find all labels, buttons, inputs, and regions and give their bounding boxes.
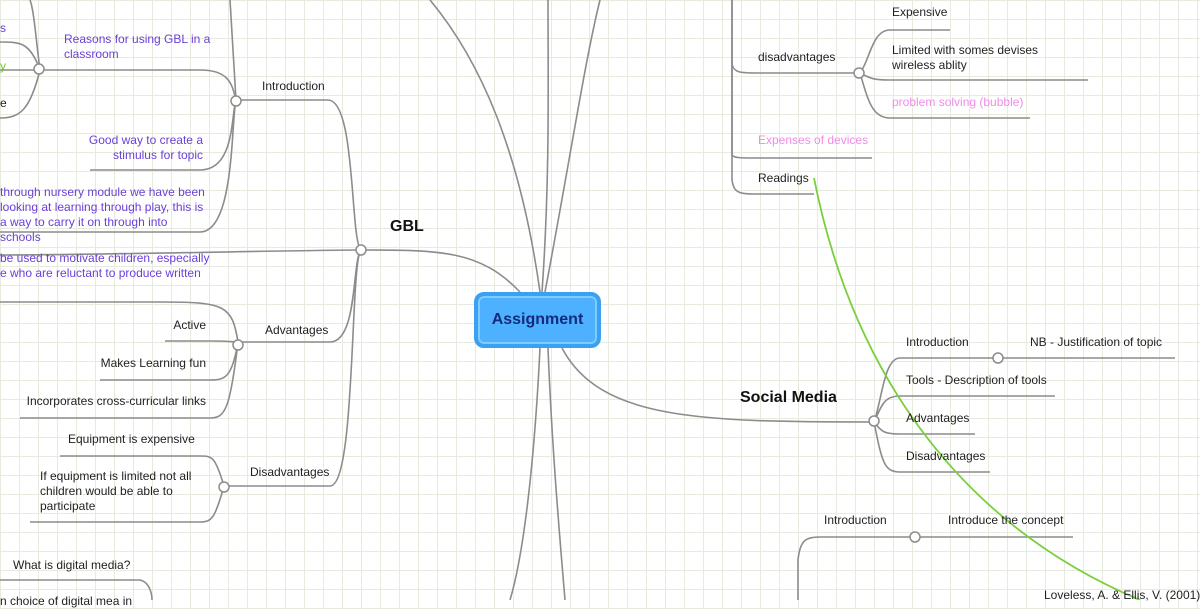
- link-gbl-motivate: [0, 249, 362, 256]
- gbl-motivate[interactable]: be used to motivate children, especially…: [0, 251, 210, 280]
- gbl-advantages[interactable]: Advantages: [265, 323, 329, 337]
- social-media-node[interactable]: Social Media: [740, 389, 837, 406]
- gbl-nursery[interactable]: through nursery module we have been look…: [0, 185, 205, 244]
- knob-gbl: [355, 244, 367, 256]
- gbl-stimulus[interactable]: Good way to create a stimulus for topic: [88, 133, 203, 162]
- knob-disadvantages: [218, 481, 230, 493]
- link-reasons: [40, 69, 237, 101]
- disadvantage-limited[interactable]: If equipment is limited not all children…: [40, 469, 192, 513]
- advantage-fun[interactable]: Makes Learning fun: [100, 356, 206, 370]
- social-advantages[interactable]: Advantages: [906, 411, 970, 425]
- knob-social: [868, 415, 880, 427]
- readings-connector: [813, 177, 1141, 600]
- top-dis-wireless[interactable]: Limited with somes devises wireless abli…: [892, 43, 1039, 72]
- digital-media-partial[interactable]: n choice of digital mea in: [0, 594, 133, 608]
- bottom-concept[interactable]: Introduce the concept: [948, 513, 1064, 527]
- gbl-disadvantages[interactable]: Disadvantages: [250, 465, 330, 479]
- digital-media-question[interactable]: What is digital media?: [13, 558, 131, 572]
- reason-item-2[interactable]: y: [0, 59, 6, 73]
- gbl-reasons[interactable]: Reasons for using GBL in a classroom: [64, 32, 211, 61]
- knob-social-intro: [992, 352, 1004, 364]
- link-central-top-b: [541, 0, 550, 293]
- gbl-node[interactable]: GBL: [390, 218, 424, 235]
- advantage-active[interactable]: Active: [173, 318, 206, 332]
- bottom-reference[interactable]: Loveless, A. & Ellis, V. (2001).: [1044, 588, 1200, 602]
- link-gbl-intro: [236, 99, 362, 251]
- central-node[interactable]: Assignment: [474, 292, 601, 348]
- link-central-bottom-a: [509, 347, 541, 600]
- knob-advantages: [232, 339, 244, 351]
- social-intro-justification[interactable]: NB - Justification of topic: [1030, 335, 1163, 349]
- social-introduction[interactable]: Introduction: [906, 335, 969, 349]
- disadvantage-expensive[interactable]: Equipment is expensive: [68, 432, 195, 446]
- knob-gbl-intro: [230, 95, 242, 107]
- reason-item-1[interactable]: s: [0, 21, 6, 35]
- central-label: Assignment: [491, 311, 584, 328]
- link-central-top-a: [429, 0, 541, 293]
- link-gbl-dis: [224, 249, 362, 487]
- top-disadvantages[interactable]: disadvantages: [758, 50, 836, 64]
- top-expenses[interactable]: Expenses of devices: [758, 133, 869, 147]
- link-central-social: [561, 347, 875, 423]
- knob-reasons: [33, 63, 45, 75]
- link-central-bottom-b: [547, 347, 566, 600]
- gbl-introduction[interactable]: Introduction: [262, 79, 325, 93]
- advantage-cross-curricular[interactable]: Incorporates cross-curricular links: [26, 394, 206, 408]
- link-central-top-c: [544, 0, 601, 293]
- top-readings[interactable]: Readings: [758, 171, 809, 185]
- link-central-gbl: [360, 249, 521, 293]
- top-dis-problem-solving[interactable]: problem solving (bubble): [892, 95, 1024, 109]
- bottom-introduction[interactable]: Introduction: [824, 513, 887, 527]
- social-disadvantages[interactable]: Disadvantages: [906, 449, 986, 463]
- knob-top-right-dis: [853, 67, 865, 79]
- reason-item-3[interactable]: e: [0, 96, 7, 110]
- social-tools[interactable]: Tools - Description of tools: [906, 373, 1047, 387]
- knob-bottom-intro: [909, 531, 921, 543]
- top-dis-expensive[interactable]: Expensive: [892, 5, 948, 19]
